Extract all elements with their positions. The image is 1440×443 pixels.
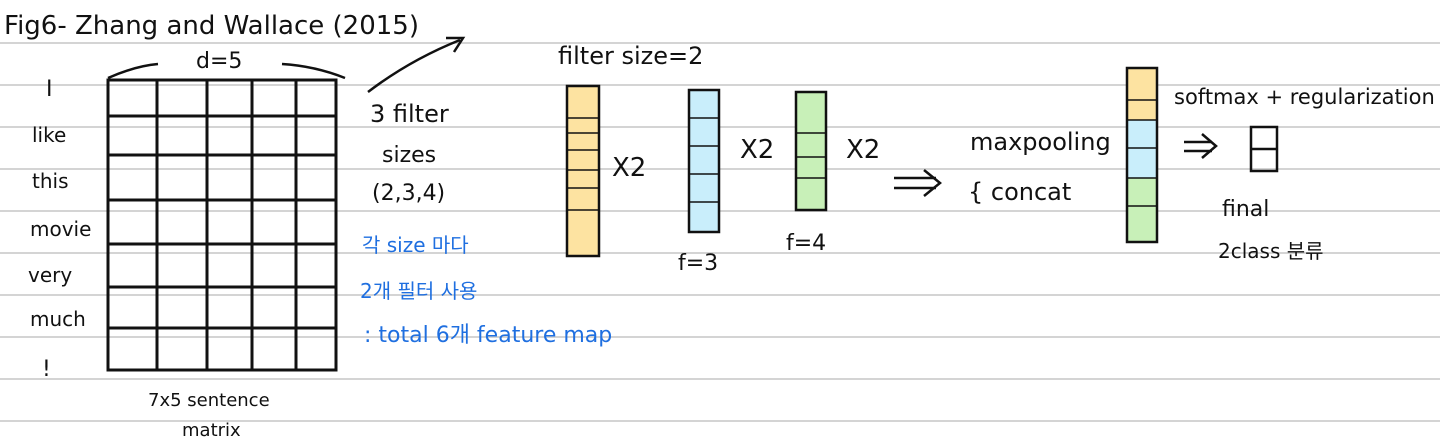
arrow-head-icon (446, 36, 466, 53)
dim-bracket-left (107, 62, 159, 80)
double-arrow-icon (894, 169, 942, 197)
concat-feature-vector (1125, 66, 1159, 244)
filter-size-2 (565, 84, 601, 258)
word-4: movie (30, 217, 91, 241)
word-1: I (46, 77, 53, 102)
filters-note-line3: (2,3,4) (372, 181, 445, 206)
word-6: much (30, 307, 86, 331)
softmax-label: softmax + regularization (1174, 85, 1435, 109)
class-label: 2class 분류 (1218, 239, 1324, 263)
filter-size-3 (687, 88, 721, 234)
sentence-matrix (106, 78, 338, 372)
word-3: this (32, 169, 69, 193)
double-arrow-icon-2 (1184, 133, 1218, 159)
arrow-to-filters (367, 38, 461, 93)
dim-label: d=5 (196, 49, 242, 74)
matrix-caption-line2: matrix (182, 420, 241, 441)
final-output-box (1249, 125, 1279, 173)
filters-note-line2: sizes (382, 143, 436, 168)
figure-title: Fig6- Zhang and Wallace (2015) (4, 11, 419, 41)
filter-size-label: filter size=2 (558, 42, 703, 70)
multiplier-3: X2 (846, 135, 880, 165)
word-5: very (28, 263, 72, 287)
word-2: like (32, 123, 66, 147)
concat-label: { concat (968, 178, 1071, 206)
matrix-caption-line1: 7x5 sentence (148, 390, 270, 411)
filters-note-line1: 3 filter (370, 100, 449, 128)
korean-note-line2: 2개 필터 사용 (360, 279, 477, 303)
f3-label: f=3 (678, 251, 718, 276)
korean-note-line3: : total 6개 feature map (364, 323, 612, 348)
multiplier-1: X2 (612, 153, 646, 183)
f4-label: f=4 (786, 231, 826, 256)
filter-size-4 (794, 90, 828, 212)
korean-note-line1: 각 size 마다 (362, 233, 469, 257)
dim-bracket-right (281, 62, 346, 80)
maxpooling-label: maxpooling (970, 128, 1111, 156)
word-7: ! (42, 357, 51, 382)
final-label: final (1222, 197, 1269, 222)
multiplier-2: X2 (740, 135, 774, 165)
